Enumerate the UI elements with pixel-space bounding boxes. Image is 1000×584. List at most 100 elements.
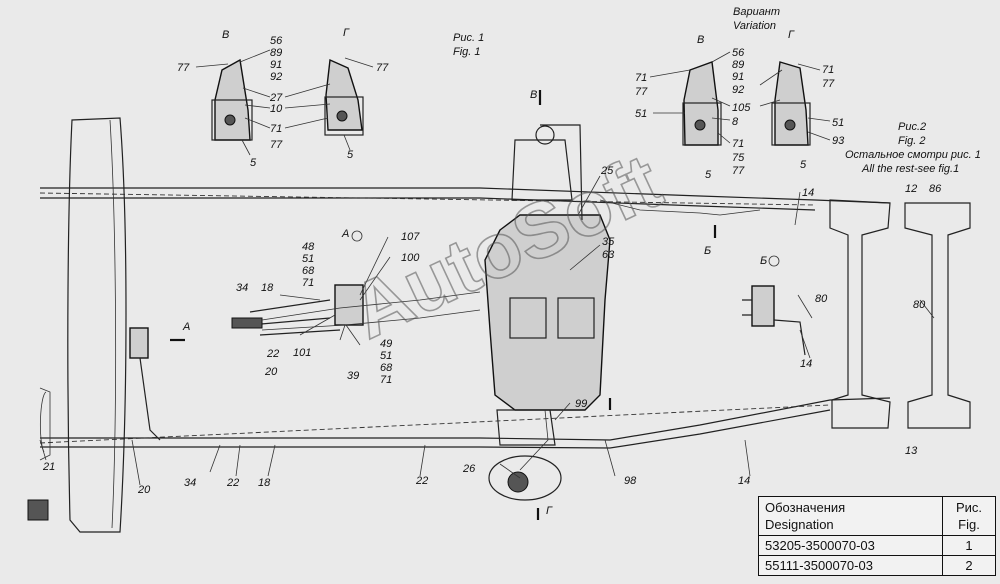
variant-caption-ru: Вариант [733,6,780,18]
part-number-label: 51 [380,350,392,362]
leader-lines [39,49,935,486]
part-number-label: 22 [226,477,239,489]
variant-view-v [682,61,722,146]
part-number-label: 93 [832,135,845,147]
part-number-label: 51 [635,108,647,120]
frame-bracket [129,327,149,359]
part-number-label: 35 [602,236,615,248]
part-number-label: 101 [293,347,311,359]
view-letter: Г [546,505,553,517]
part-number-label: 8 [732,116,739,128]
part-number-label: 98 [624,475,637,487]
part-number-label: 18 [261,282,274,294]
part-number-label: 27 [269,92,283,104]
part-number-label: 20 [264,366,278,378]
part-number-label: 99 [575,398,587,410]
part-number-label: 91 [270,59,282,71]
fig-cell: 1 [942,535,996,556]
part-number-label: 5 [800,159,807,171]
part-number-label: 100 [401,252,420,264]
part-number-label: 22 [415,475,428,487]
part-number-label: 105 [732,102,751,114]
valve-block-b [742,285,806,356]
part-number-label: 77 [270,139,283,151]
view-letter: Г [788,29,795,41]
cross-member-fig1 [829,199,891,429]
view-letter: Г [343,27,350,39]
designation-cell: 53205-3500070-03 [758,535,943,556]
part-number-label: 91 [732,71,744,83]
part-number-label: 71 [732,138,744,150]
variant-caption-en: Variation [733,20,776,32]
gearbox-unit [484,124,611,501]
lower-bracket [27,499,49,521]
part-number-label: 71 [302,277,314,289]
view-letter: Б [704,245,711,257]
part-number-label: 107 [401,231,420,243]
part-number-label: 89 [270,47,282,59]
fig-cell: 2 [942,555,996,576]
view-letter: Б [760,255,767,267]
detail-view-g [324,58,364,136]
view-marker [351,230,363,242]
variant-view-g [771,61,811,146]
valve-block-a [231,284,364,336]
table-row: 55111-3500070-03 2 [758,555,996,576]
part-number-label: 34 [236,282,248,294]
part-number-label: 22 [266,348,279,360]
part-number-label: 77 [732,165,745,177]
part-number-label: 48 [302,241,315,253]
part-number-label: 77 [635,86,648,98]
part-number-label: 63 [602,249,615,261]
detail-view-v [211,58,253,141]
part-number-label: 21 [42,461,55,473]
view-letter: В [697,34,704,46]
part-number-label: 75 [732,152,745,164]
part-number-label: 68 [302,265,315,277]
part-number-label: 18 [258,477,271,489]
part-number-label: 49 [380,338,392,350]
part-number-label: 5 [705,169,712,181]
table-row: 53205-3500070-03 1 [758,535,996,556]
part-number-label: 56 [270,35,283,47]
part-number-label: 14 [800,358,812,370]
part-number-label: 5 [347,149,354,161]
part-number-label: 92 [732,84,744,96]
part-number-label: 80 [913,299,926,311]
part-number-label: 71 [270,123,282,135]
part-number-label: 10 [270,103,283,115]
part-number-label: 20 [137,484,151,496]
fig1-caption-en: Fig. 1 [453,46,481,58]
part-number-label: 25 [600,165,614,177]
part-number-label: 80 [815,293,828,305]
rest-caption-ru: Остальное смотри рис. 1 [845,149,981,161]
part-number-label: 71 [635,72,647,84]
part-number-label: 5 [250,157,257,169]
part-number-label: 14 [738,475,750,487]
part-number-label: 71 [822,64,834,76]
part-number-label: 77 [376,62,389,74]
part-number-label: 68 [380,362,393,374]
section-arrows [170,90,717,520]
part-number-label: 26 [462,463,476,475]
part-number-label: 39 [347,370,359,382]
part-number-label: 34 [184,477,196,489]
view-letter: В [530,89,537,101]
part-number-label: 77 [822,78,835,90]
part-number-label: 51 [302,253,314,265]
fig1-caption-ru: Рис. 1 [453,32,484,44]
part-number-label: 77 [177,62,190,74]
view-letter: А [341,228,349,240]
view-letter: В [222,29,229,41]
cross-member-fig2 [904,202,971,429]
part-number-label: 92 [270,71,282,83]
part-number-label: 56 [732,47,745,59]
fig-header: Рис.Fig. [942,496,996,536]
part-number-label: 14 [802,187,814,199]
